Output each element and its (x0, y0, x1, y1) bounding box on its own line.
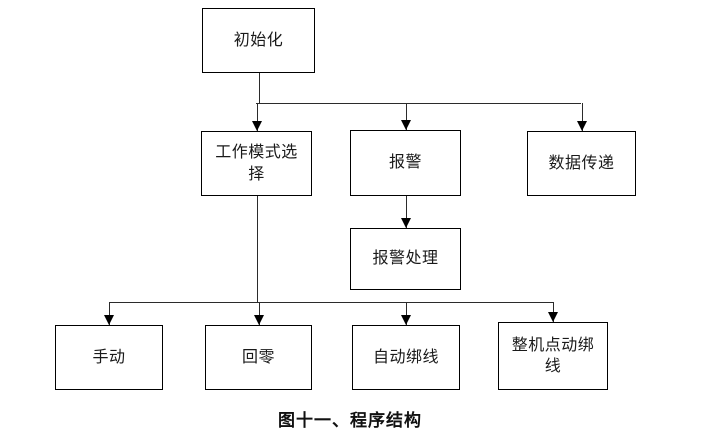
arrowhead-mode-select (252, 121, 262, 131)
node-data-transfer[interactable]: 数据传递 (527, 131, 636, 196)
connector-stem-init (259, 73, 260, 103)
connector-drop-mode-select (257, 103, 258, 131)
connector-drop-manual (109, 302, 110, 325)
node-machine-jog-wire-binding[interactable]: 整机点动绑 线 (498, 322, 608, 390)
connector-drop-data-xfer (582, 103, 583, 131)
node-init[interactable]: 初始化 (202, 8, 315, 73)
arrowhead-alarm-proc (401, 218, 411, 228)
arrowhead-home-zero (254, 315, 264, 325)
connector-bus-bus-bottom (109, 302, 553, 303)
connector-drop-alarm (406, 103, 407, 130)
arrowhead-manual (104, 315, 114, 325)
node-alarm-processing[interactable]: 报警处理 (350, 228, 461, 290)
arrowhead-alarm (401, 120, 411, 130)
arrowhead-jog-bind (548, 312, 558, 322)
connector-drop-home-zero (259, 302, 260, 325)
connector-bus-bus-top (256, 103, 581, 104)
node-mode-select[interactable]: 工作模式选 择 (201, 131, 312, 196)
connector-stem-mode-select (257, 196, 258, 302)
node-manual[interactable]: 手动 (55, 325, 163, 390)
connector-drop-auto-bind (406, 302, 407, 325)
node-alarm[interactable]: 报警 (350, 130, 461, 196)
figure-caption: 图十一、程序结构 (278, 411, 422, 430)
node-return-zero[interactable]: 回零 (205, 325, 312, 390)
node-auto-wire-binding[interactable]: 自动绑线 (352, 325, 460, 390)
connector-line-alarm-to-alarm-proc (406, 196, 407, 228)
arrowhead-auto-bind (401, 315, 411, 325)
arrowhead-data-xfer (577, 121, 587, 131)
